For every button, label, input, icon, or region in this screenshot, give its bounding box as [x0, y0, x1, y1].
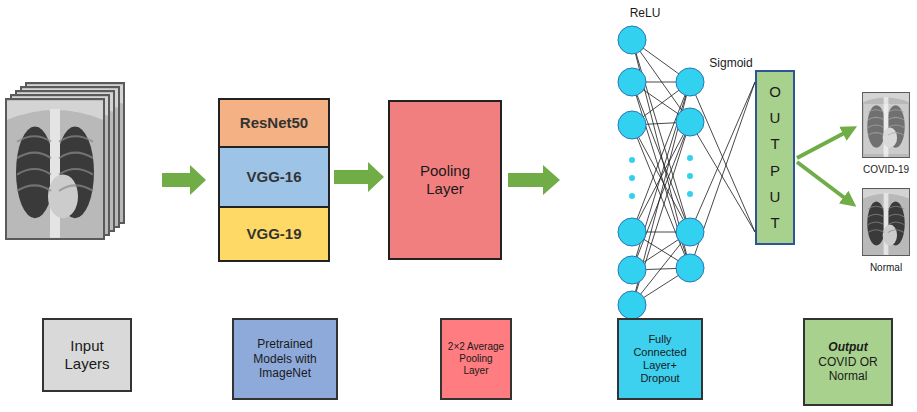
neuron	[618, 26, 646, 54]
node-label: OUTPUT	[768, 79, 783, 237]
text-stack: Fully Connected Layer+ Dropout	[624, 333, 696, 386]
neuron	[676, 254, 704, 282]
text-stack: Input Layers	[50, 337, 124, 373]
flow-arrow	[162, 165, 206, 195]
result-arrow	[797, 130, 850, 158]
legend-box: Pretrained Models with ImageNet	[232, 318, 338, 400]
neuron	[676, 68, 704, 96]
covid-xray	[862, 93, 909, 158]
text-stack: VGG-19	[246, 225, 301, 243]
model-band: VGG-19	[218, 206, 330, 262]
model-band: ResNet50	[218, 98, 330, 148]
node-label: VGG-19	[246, 225, 301, 243]
text-stack: VGG-16	[246, 168, 301, 186]
neuron	[618, 256, 646, 284]
legend-box: Fully Connected Layer+ Dropout	[617, 318, 703, 400]
text-stack: Pretrained Models with ImageNet	[240, 337, 330, 380]
node-label: Input Layers	[50, 337, 124, 373]
activation-label: ReLU	[615, 6, 675, 20]
neuron	[676, 108, 704, 136]
normal-xray	[862, 189, 909, 256]
text-stack: Pooling Layer	[404, 162, 486, 198]
pooling-box: Pooling Layer	[388, 100, 502, 260]
flow-arrow	[508, 165, 560, 195]
neuron	[618, 68, 646, 96]
neuron	[676, 218, 704, 246]
neuron	[618, 111, 646, 139]
result-arrow	[797, 162, 850, 202]
class-label: Normal	[856, 262, 916, 274]
node-label: Pretrained Models with ImageNet	[240, 337, 330, 380]
legend-box: 2×2 Average Pooling Layer	[440, 318, 512, 400]
node-body: COVID OR Normal	[810, 355, 886, 384]
node-label: ResNet50	[240, 114, 308, 132]
output-box: OUTPUT	[755, 70, 795, 245]
neuron	[618, 291, 646, 319]
neuron	[618, 218, 646, 246]
text-stack: OUTPUT	[768, 79, 783, 237]
activation-label: Sigmoid	[706, 56, 756, 70]
legend-box: OutputCOVID OR Normal	[803, 318, 893, 406]
flow-arrow	[334, 162, 384, 192]
model-band: VGG-16	[218, 146, 330, 208]
node-label: Fully Connected Layer+ Dropout	[624, 333, 696, 386]
text-stack: OutputCOVID OR Normal	[810, 340, 886, 383]
text-stack: ResNet50	[240, 114, 308, 132]
legend-box: Input Layers	[42, 318, 132, 392]
xray-image	[6, 99, 104, 239]
covid-haze	[864, 104, 908, 154]
class-label: COVID-19	[856, 164, 916, 176]
node-label: Pooling Layer	[404, 162, 486, 198]
node-label: Output	[828, 340, 867, 354]
node-label: VGG-16	[246, 168, 301, 186]
node-label: 2×2 Average Pooling Layer	[446, 341, 506, 377]
ellipsis-dots	[632, 158, 690, 196]
text-stack: 2×2 Average Pooling Layer	[446, 341, 506, 377]
